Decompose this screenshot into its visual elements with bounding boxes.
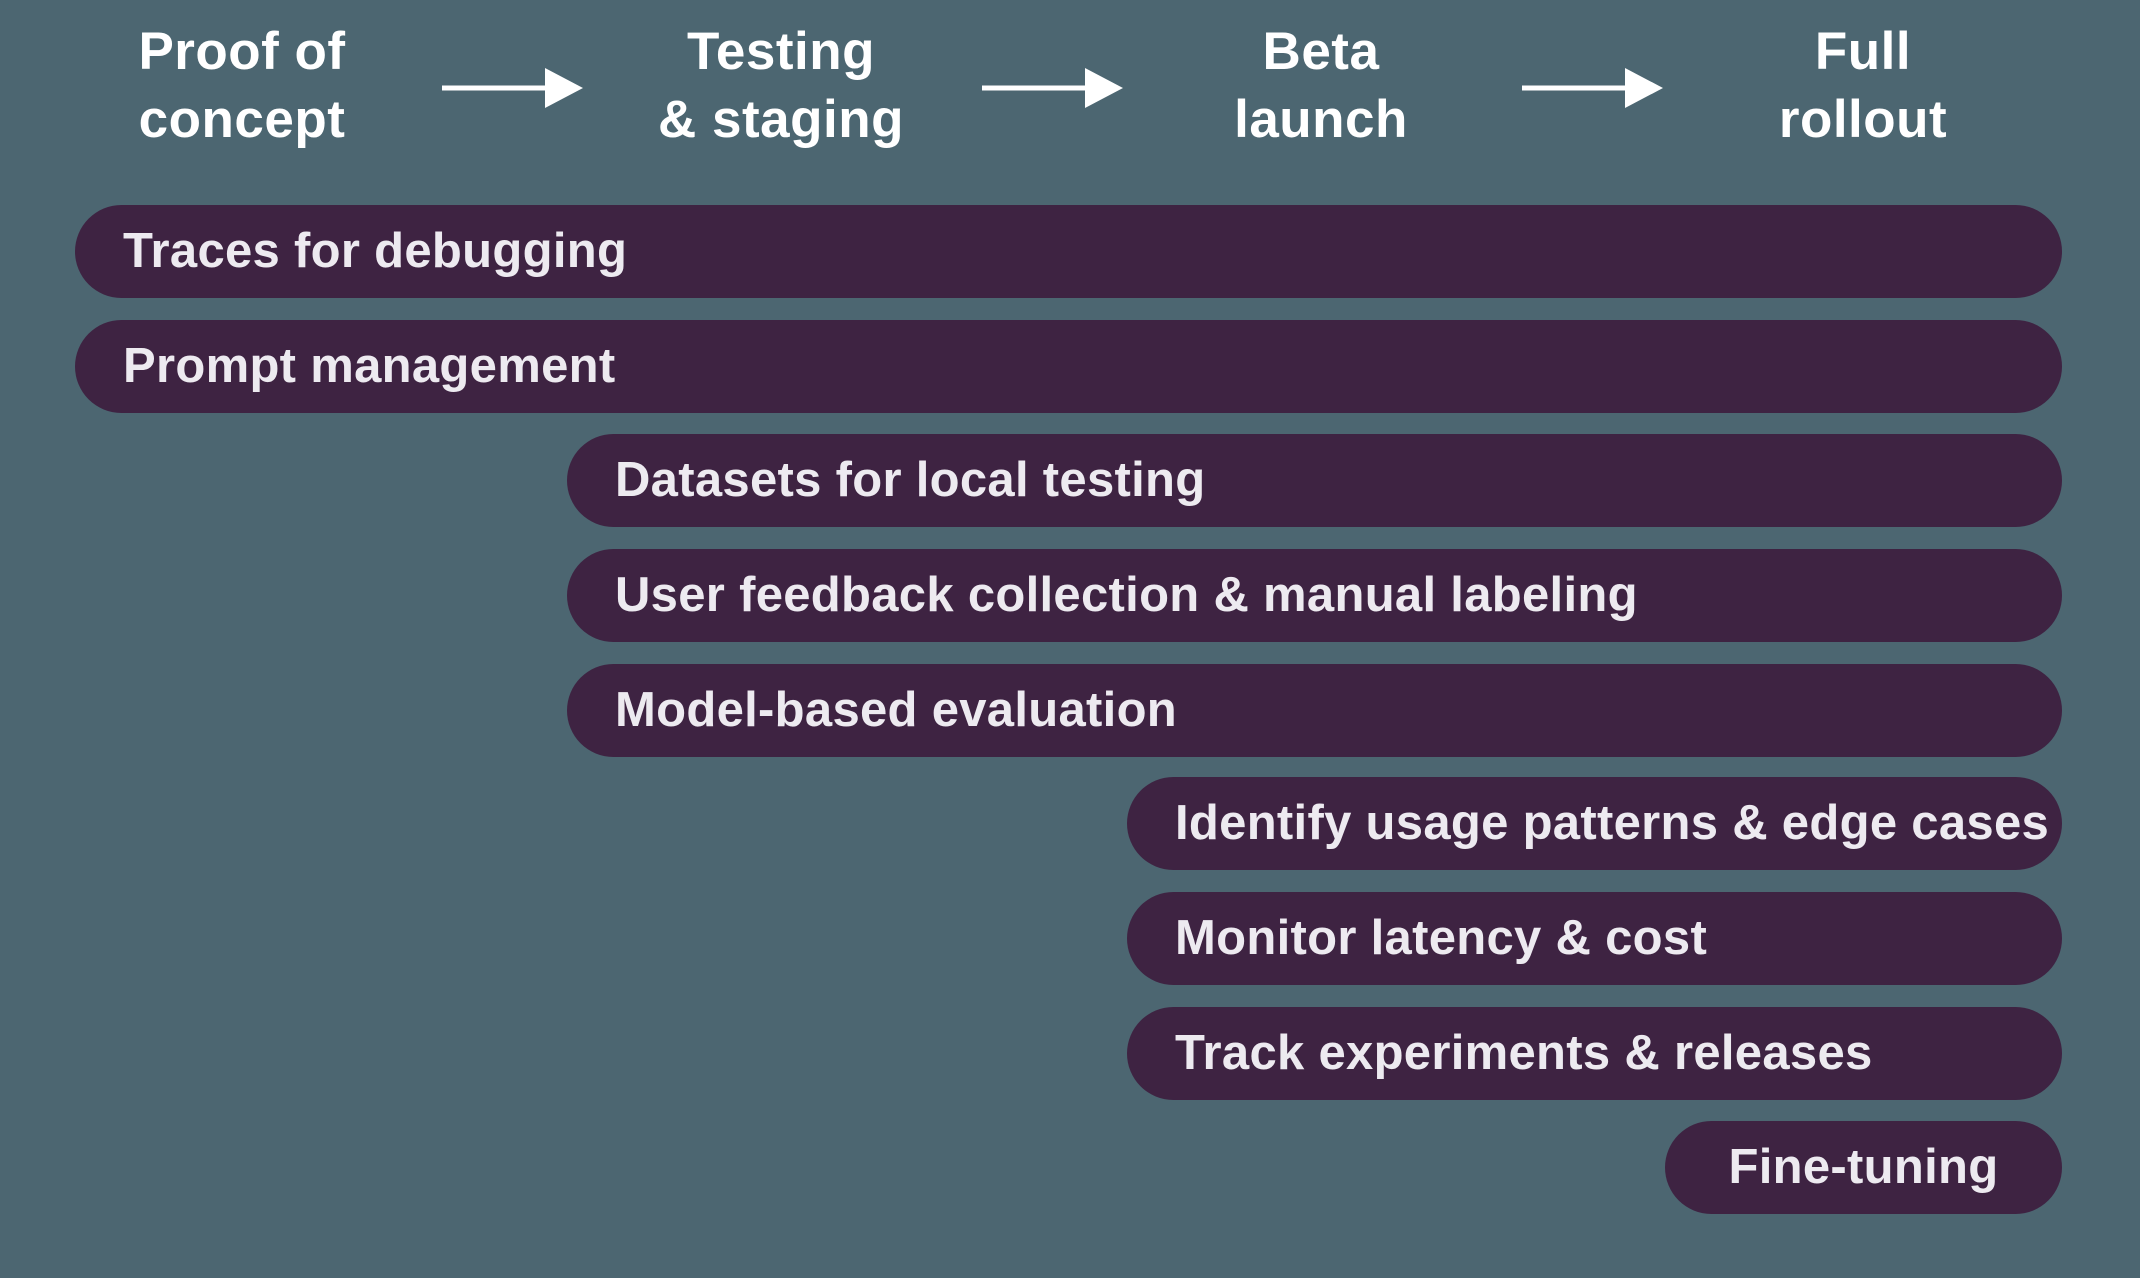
bar-prompt-management: Prompt management [75,320,2062,413]
stage-label-full-rollout: Full rollout [1643,18,2083,154]
stage-label-line: concept [138,90,346,149]
stage-label-line: Beta [1262,22,1380,81]
stage-label-testing-staging: Testing & staging [561,18,1001,154]
stage-label-line: rollout [1778,90,1948,149]
bar-datasets-for-local-testing: Datasets for local testing [567,434,2062,527]
stage-label-line: launch [1234,90,1408,149]
bar-track-experiments-releases: Track experiments & releases [1127,1007,2062,1100]
arrow-right-icon [442,66,583,110]
stage-label-beta-launch: Beta launch [1101,18,1541,154]
stage-label-line: & staging [658,90,904,149]
arrow-right-icon [1522,66,1663,110]
stage-label-line: Full [1814,22,1912,81]
stage-label-line: Testing [686,22,876,81]
stage-label-proof-of-concept: Proof of concept [22,18,462,154]
bar-monitor-latency-cost: Monitor latency & cost [1127,892,2062,985]
bar-traces-for-debugging: Traces for debugging [75,205,2062,298]
arrow-right-icon [982,66,1123,110]
stage-label-line: Proof of [138,22,346,81]
bar-user-feedback-manual-labeling: User feedback collection & manual labeli… [567,549,2062,642]
bar-model-based-evaluation: Model-based evaluation [567,664,2062,757]
bar-fine-tuning: Fine-tuning [1665,1121,2062,1214]
bar-identify-usage-patterns: Identify usage patterns & edge cases [1127,777,2062,870]
